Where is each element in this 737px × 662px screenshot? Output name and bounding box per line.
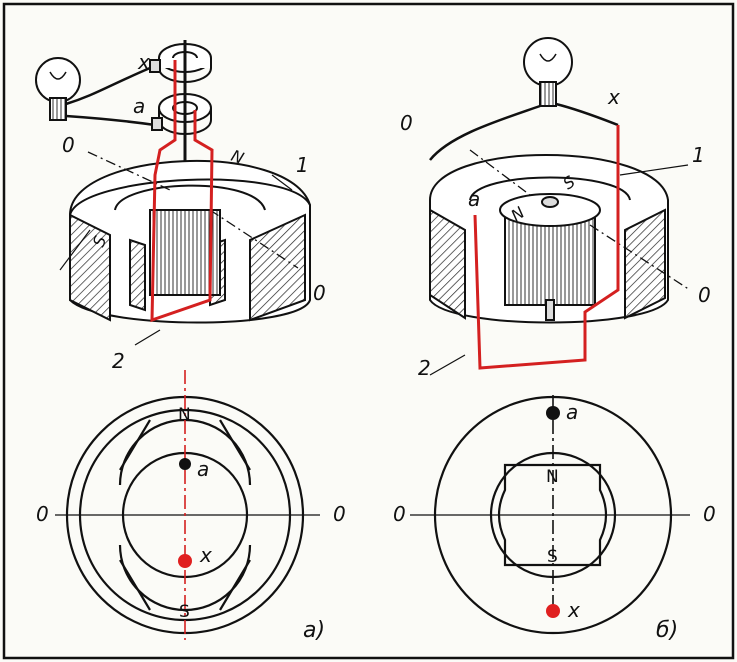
pole-n-b: N (546, 467, 559, 487)
label-1-b: 1 (692, 143, 705, 167)
terminal-x-dot-a (178, 554, 192, 568)
caption-b: б) (656, 618, 678, 643)
pole-n-a: N (178, 405, 191, 425)
label-a-3d-b: a (468, 187, 480, 211)
terminal-a-dot-b (546, 406, 560, 420)
label-x-section-b: x (567, 598, 580, 622)
label-2-a: 2 (112, 349, 125, 373)
generator-a-3d (35, 40, 311, 346)
caption-a: a) (303, 618, 325, 643)
section-a (55, 370, 320, 640)
label-0-section-a-left: 0 (36, 502, 49, 526)
generator-b-3d (429, 37, 691, 376)
label-1-a: 1 (296, 153, 309, 177)
wire-a-a (65, 114, 156, 127)
label-a-top-a: a (133, 94, 145, 118)
label-0-section-b-right: 0 (703, 502, 716, 526)
label-2-b: 2 (418, 356, 431, 380)
label-a-section-b: a (566, 400, 578, 424)
terminal-x-dot-b (546, 604, 560, 618)
terminal-a-dot-a (179, 458, 191, 470)
pole-s-b: S (547, 547, 558, 567)
lamp-a (35, 57, 81, 121)
coil-a-3d (150, 60, 214, 323)
lamp-b (523, 37, 573, 107)
coil-b-3d (473, 125, 620, 370)
label-x-top-a: x (137, 50, 150, 74)
label-0-left-b: 0 (400, 111, 413, 135)
pole-s-a: S (179, 602, 190, 622)
label-a-section-a: a (197, 457, 209, 481)
label-0-section-b-left: 0 (393, 502, 406, 526)
label-0-left-a: 0 (62, 133, 75, 157)
label-0-right-a: 0 (313, 281, 326, 305)
label-x-top-b: x (607, 85, 620, 109)
label-x-section-a: x (199, 543, 212, 567)
section-b (410, 395, 690, 635)
label-0-section-a-right: 0 (333, 502, 346, 526)
wire-x-a (65, 66, 151, 106)
label-0-right-b: 0 (698, 283, 711, 307)
